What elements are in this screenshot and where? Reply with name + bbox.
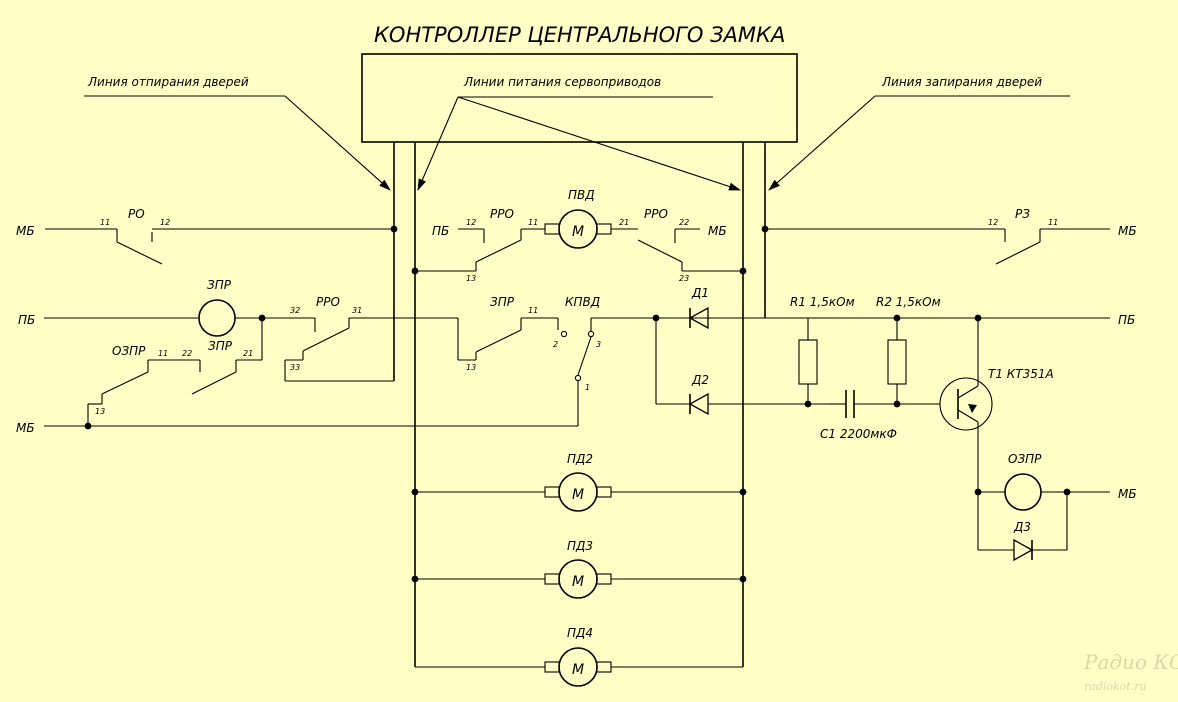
- diode-d3-label: Д3: [1013, 520, 1031, 534]
- svg-text:23: 23: [679, 274, 689, 283]
- resistor-r2-label: R2 1,5кОм: [876, 295, 941, 309]
- relay-ozpr-label: ОЗПР: [112, 344, 146, 358]
- svg-text:21: 21: [243, 349, 253, 358]
- pb-control-row: ПБ ЗПР 32 РРО 31 33 13 11 ЗПР КПВД 2 3: [18, 278, 690, 426]
- svg-text:М: М: [572, 574, 584, 590]
- svg-text:3: 3: [596, 340, 601, 349]
- relay-ozpr-label-2: ОЗПР: [1008, 452, 1042, 466]
- ozpr-contact-row: ОЗПР 11 22 13 ЗПР 21 МБ: [16, 318, 578, 435]
- svg-text:13: 13: [466, 363, 476, 372]
- kpvd-contact-2: [560, 330, 568, 338]
- svg-text:31: 31: [352, 306, 362, 315]
- rail-mb-label: МБ: [1118, 224, 1137, 238]
- rail-mb-label: МБ: [1118, 487, 1137, 501]
- rail-mb-label: МБ: [16, 224, 35, 238]
- pvd-motor-row: ПБ 12 РРО 11 13 М ПВД 21 РРО 23 22 МБ: [415, 188, 743, 283]
- rc-network: ПБ R1 1,5кОм R2 1,5кОм С1 2200мкФ: [765, 295, 1135, 441]
- watermark: Радио КОТ radiokot.ru: [1083, 650, 1178, 693]
- relay-ozpr-coil: [1004, 473, 1042, 511]
- svg-text:22: 22: [182, 349, 192, 358]
- motor-pd3-label: ПД3: [567, 539, 593, 553]
- svg-text:11: 11: [1048, 218, 1058, 227]
- svg-text:М: М: [572, 662, 584, 678]
- resistor-r1-label: R1 1,5кОм: [790, 295, 855, 309]
- callout-unlock-label: Линия отпирания дверей: [87, 75, 249, 89]
- transistor-t1: Т1 КТ351А: [939, 318, 1054, 492]
- rail-pb-label: ПБ: [18, 313, 35, 327]
- svg-text:12: 12: [988, 218, 998, 227]
- svg-text:11: 11: [158, 349, 168, 358]
- motor-pd3-row: ПД3 М: [415, 539, 743, 599]
- svg-text:М: М: [572, 487, 584, 503]
- svg-text:11: 11: [100, 218, 110, 227]
- ozpr-coil-group: ОЗПР МБ Д3: [977, 452, 1137, 562]
- relay-zpr-coil: [198, 299, 236, 337]
- diode-d1: Д1: [688, 286, 765, 330]
- relay-zpr-label-3: ЗПР: [208, 339, 233, 353]
- callout-lock-label: Линия запирания дверей: [881, 75, 1042, 89]
- relay-rro-label: РРО: [490, 207, 514, 221]
- diode-d1-label: Д1: [691, 286, 709, 300]
- relay-rro-label-3: РРО: [316, 295, 340, 309]
- relay-rro-label-2: РРО: [644, 207, 668, 221]
- svg-text:М: М: [572, 224, 584, 240]
- svg-text:1: 1: [585, 383, 590, 392]
- rail-pb-label: ПБ: [1118, 313, 1135, 327]
- callout-lock: Линия запирания дверей: [768, 75, 1070, 191]
- motor-pd2-label: ПД2: [567, 452, 593, 466]
- watermark-url: radiokot.ru: [1084, 680, 1147, 693]
- rail-pb-label: ПБ: [432, 224, 449, 238]
- relay-zpr-label-2: ЗПР: [490, 295, 515, 309]
- motor-pd4-row: ПД4 М: [415, 626, 743, 687]
- motor-pd4-label: ПД4: [567, 626, 593, 640]
- kpvd-contact-3: [587, 330, 595, 338]
- svg-text:12: 12: [466, 218, 476, 227]
- motor-pd2-row: ПД2 М: [415, 452, 743, 512]
- svg-text:2: 2: [553, 340, 558, 349]
- controller-box: [361, 53, 798, 143]
- svg-text:11: 11: [528, 218, 538, 227]
- svg-text:22: 22: [679, 218, 689, 227]
- rail-mb-label: МБ: [16, 421, 35, 435]
- motor-pvd-label: ПВД: [568, 188, 595, 202]
- capacitor-c1-label: С1 2200мкФ: [820, 427, 897, 441]
- kpvd-contact-1: [574, 374, 582, 382]
- svg-text:33: 33: [290, 363, 300, 372]
- resistor-r1: [798, 339, 818, 385]
- callout-unlock: Линия отпирания дверей: [84, 75, 391, 191]
- transistor-t1-label: Т1 КТ351А: [988, 367, 1054, 381]
- relay-rz-row: 12 РЗ 11 МБ: [765, 207, 1137, 265]
- relay-zpr-label: ЗПР: [207, 278, 232, 292]
- callout-servo-label: Линии питания сервоприводов: [463, 75, 661, 89]
- svg-text:11: 11: [528, 306, 538, 315]
- svg-text:32: 32: [290, 306, 300, 315]
- junctions: [84, 225, 1071, 583]
- relay-ro-row: МБ 11 РО 12: [16, 207, 394, 265]
- relay-ro-label: РО: [128, 207, 145, 221]
- svg-text:12: 12: [160, 218, 170, 227]
- svg-text:13: 13: [466, 274, 476, 283]
- diode-d2-label: Д2: [691, 373, 709, 387]
- svg-text:13: 13: [95, 407, 105, 416]
- relay-rz-label: РЗ: [1015, 207, 1030, 221]
- resistor-r2: [887, 339, 907, 385]
- switch-kpvd-label: КПВД: [565, 295, 600, 309]
- callout-servo-power: Линии питания сервоприводов: [417, 75, 741, 191]
- diagram-title: КОНТРОЛЛЕР ЦЕНТРАЛЬНОГО ЗАМКА: [374, 23, 785, 47]
- watermark-logo: Радио КОТ: [1083, 650, 1178, 674]
- rail-mb-label: МБ: [708, 224, 727, 238]
- svg-text:21: 21: [619, 218, 629, 227]
